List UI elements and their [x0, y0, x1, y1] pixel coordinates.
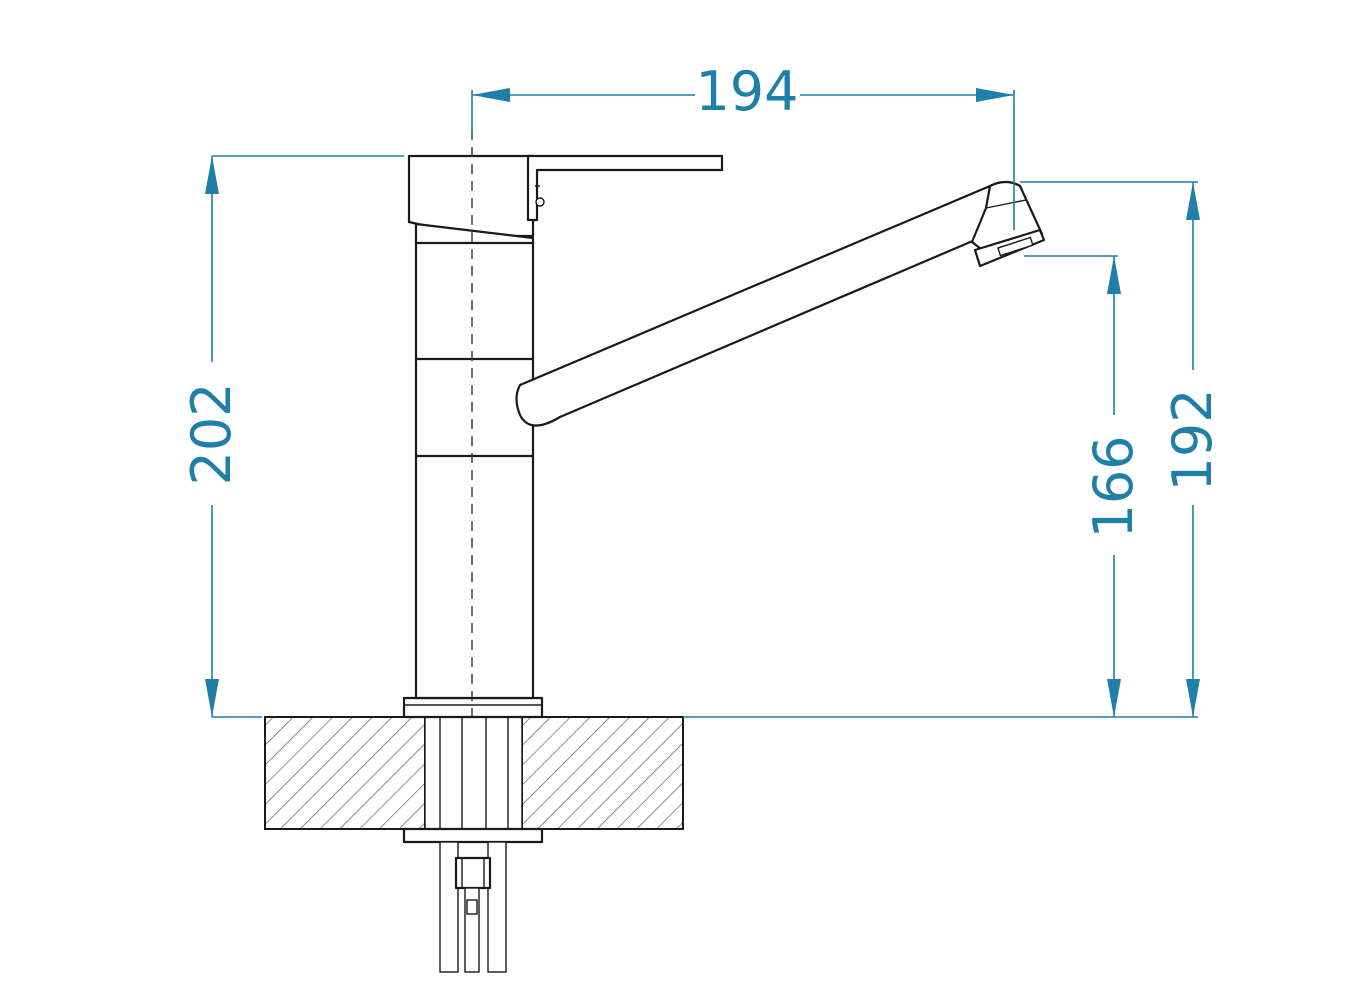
dimension-outlet-height: 166: [1024, 255, 1145, 717]
faucet-body: [414, 239, 535, 700]
swivel-spout: [515, 180, 1046, 427]
lever-head: [407, 154, 724, 245]
dimension-spout-top-height: 192: [1020, 181, 1224, 717]
threaded-rod-right: [487, 841, 507, 973]
dimension-spout-reach: 194: [471, 60, 1015, 230]
hex-nut: [454, 856, 492, 890]
mounting-shank: [402, 716, 544, 973]
countertop-left-section: [264, 716, 426, 830]
dimension-outlet-height-value: 166: [1082, 435, 1145, 538]
dimension-total-height-value: 202: [180, 382, 243, 485]
countertop-right-section: [521, 716, 684, 830]
dimension-spout-top-height-value: 192: [1161, 388, 1224, 491]
lever-handle: [526, 154, 724, 222]
countertop: [264, 716, 684, 830]
dimension-spout-reach-value: 194: [695, 60, 798, 123]
lever-screw: [535, 197, 545, 207]
lower-washer: [402, 827, 544, 844]
dimension-total-height: 202: [180, 155, 404, 718]
threaded-rod-left: [439, 841, 459, 973]
base-flange: [402, 696, 544, 719]
